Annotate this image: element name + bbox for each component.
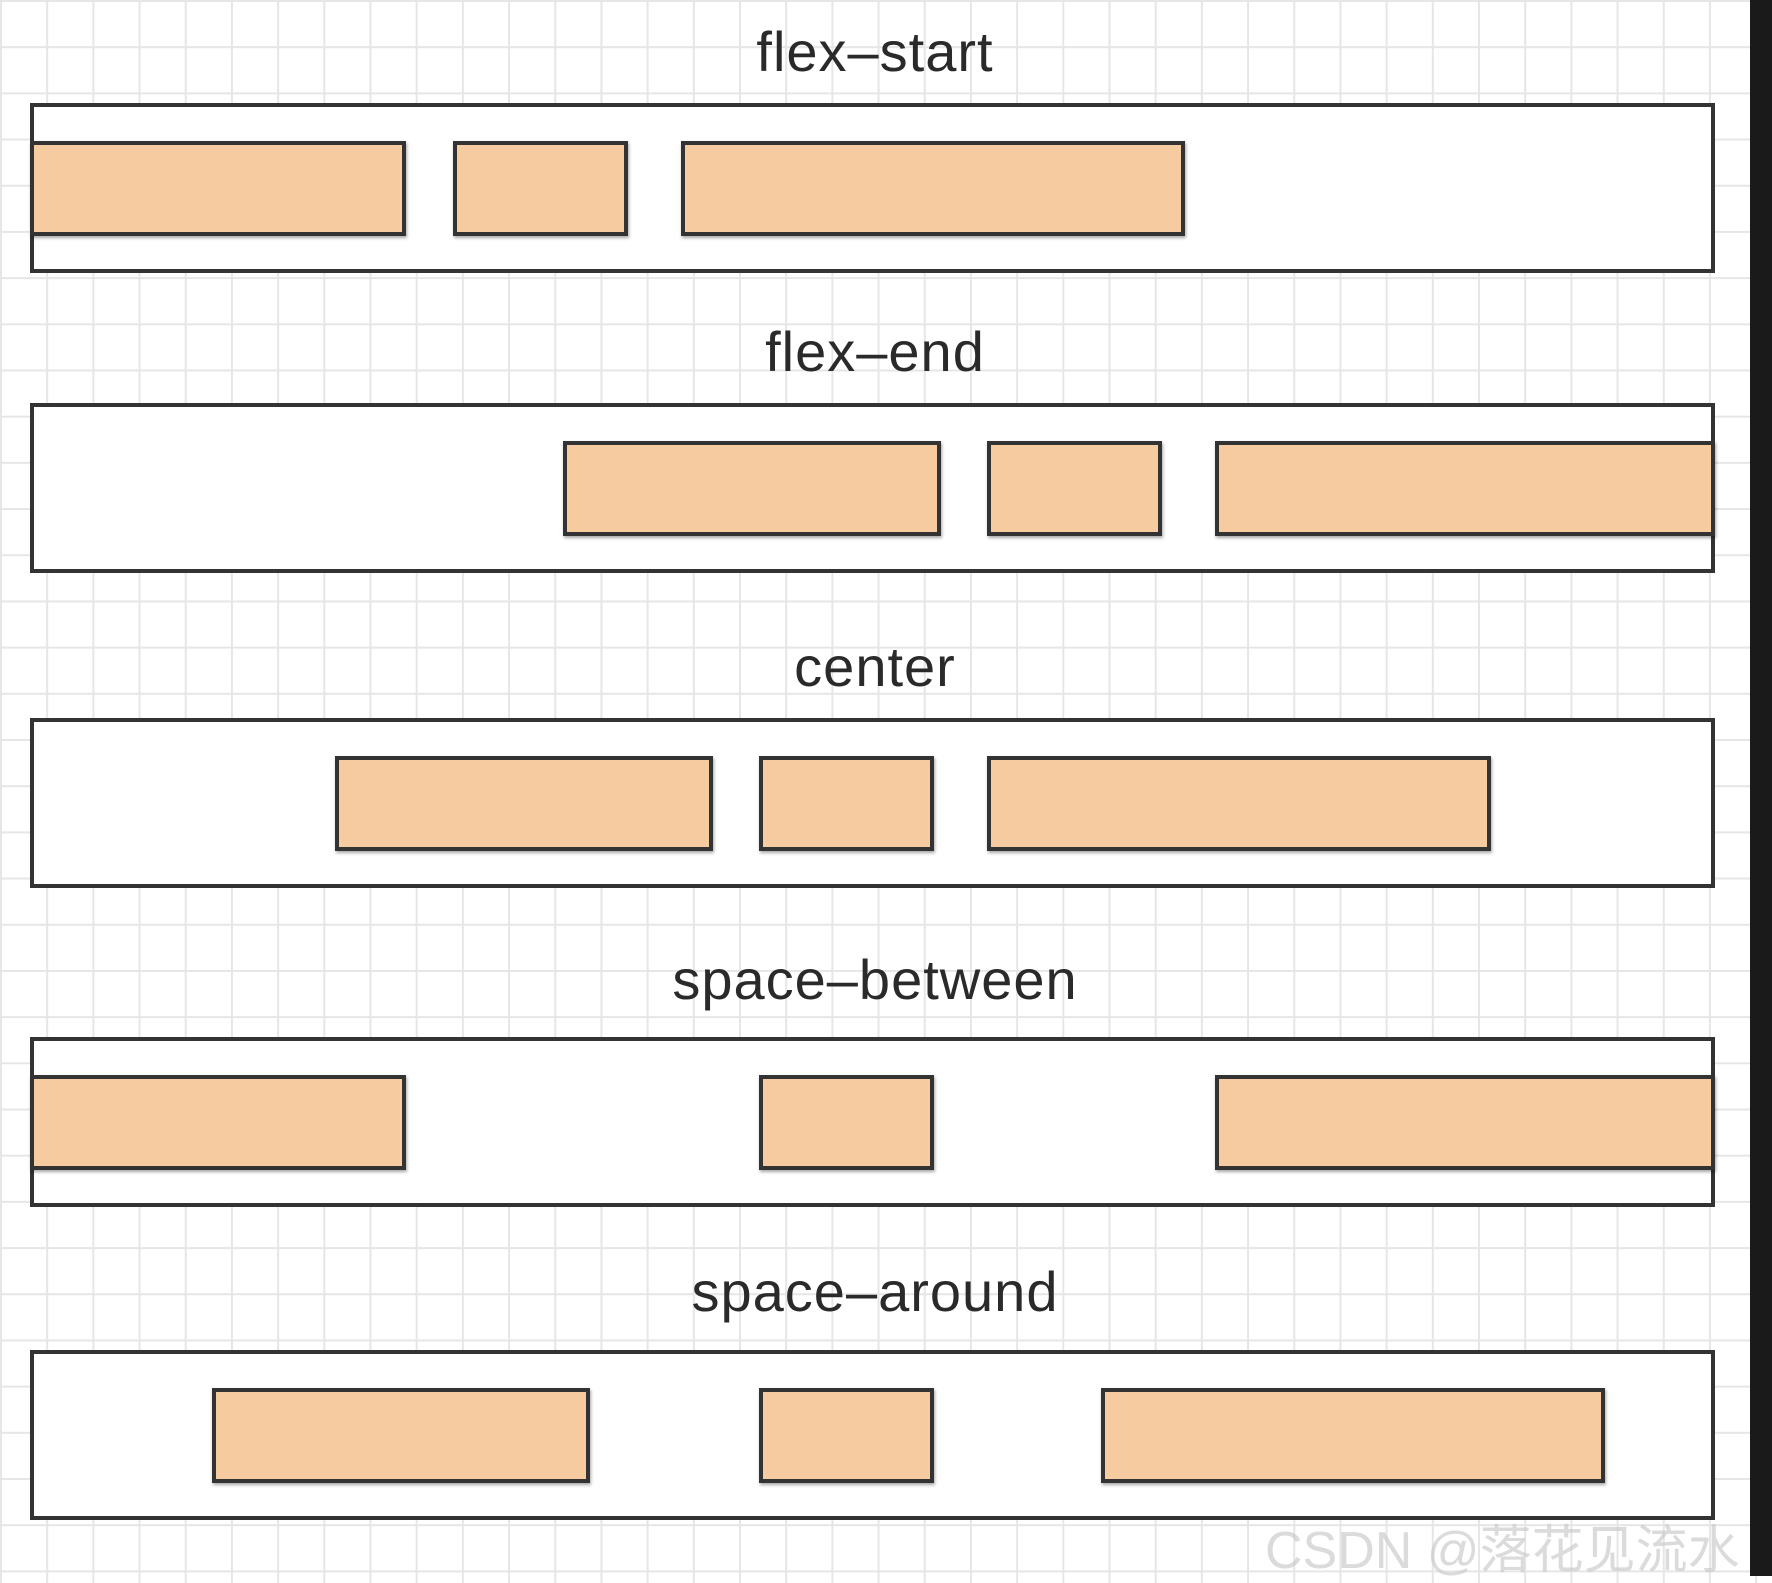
container-space-between bbox=[30, 1037, 1715, 1207]
csdn-watermark: CSDN @落花见流水 bbox=[1265, 1522, 1740, 1580]
flex-item-wide bbox=[335, 756, 713, 851]
flex-item-widest bbox=[1101, 1388, 1605, 1483]
label-flex-end: flex–end bbox=[765, 320, 985, 383]
container-space-around bbox=[30, 1350, 1715, 1520]
flex-item-widest bbox=[1215, 441, 1715, 536]
label-center: center bbox=[794, 635, 956, 698]
label-space-around: space–around bbox=[691, 1260, 1059, 1323]
container-center bbox=[30, 718, 1715, 888]
flex-item-wide bbox=[563, 441, 941, 536]
label-flex-start: flex–start bbox=[756, 20, 994, 83]
flex-item-wide bbox=[30, 141, 406, 236]
flex-item-narrow bbox=[759, 756, 934, 851]
container-flex-start bbox=[30, 103, 1715, 273]
flex-item-widest bbox=[681, 141, 1185, 236]
flex-item-narrow bbox=[759, 1388, 934, 1483]
flex-item-narrow bbox=[987, 441, 1162, 536]
flex-item-narrow bbox=[453, 141, 628, 236]
flex-item-wide bbox=[212, 1388, 590, 1483]
container-flex-end bbox=[30, 403, 1715, 573]
flex-item-widest bbox=[1215, 1075, 1715, 1170]
flex-item-wide bbox=[30, 1075, 406, 1170]
label-space-between: space–between bbox=[672, 948, 1078, 1011]
right-edge-strip bbox=[1750, 0, 1772, 1576]
flex-item-narrow bbox=[759, 1075, 934, 1170]
flex-item-widest bbox=[987, 756, 1491, 851]
